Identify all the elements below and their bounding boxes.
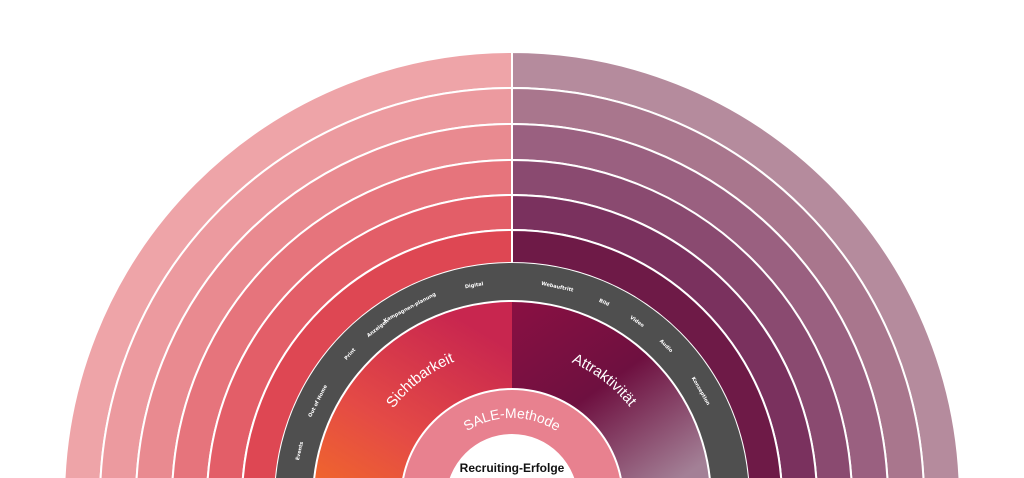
pillar-ring-left — [315, 302, 512, 478]
channel-label-right-2: Bild — [598, 298, 611, 308]
pillar-ring — [315, 302, 709, 478]
channel-ring — [276, 263, 748, 478]
center-disk — [451, 436, 573, 478]
center-label: Recruiting-Erfolge — [460, 461, 565, 475]
outer-bands — [63, 50, 961, 478]
channel-label-left-6: Digital — [465, 281, 485, 290]
channel-ring-right — [512, 263, 748, 478]
method-ring — [404, 390, 620, 478]
channel-ring-left — [276, 263, 512, 478]
channel-label-left-1: Events — [295, 441, 305, 461]
pillar-ring-right — [512, 302, 709, 478]
